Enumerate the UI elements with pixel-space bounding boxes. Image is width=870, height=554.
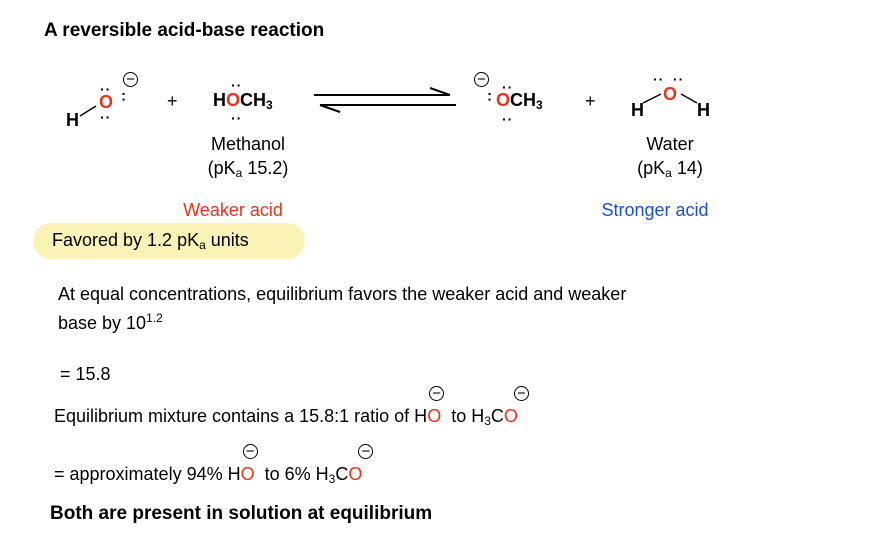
methoxide-o: O	[496, 90, 511, 110]
lone-pair-dots: ··	[673, 71, 685, 87]
methoxide-o: O	[503, 406, 518, 426]
plus-sign: +	[167, 91, 178, 111]
methoxide-sub: 3	[536, 98, 543, 112]
stronger-acid-label: Stronger acid	[601, 200, 709, 220]
equals-value: = 15.8	[60, 364, 111, 384]
hydroxide-ion: O−	[427, 386, 445, 428]
equal-concentrations-line2: base by 101.2	[58, 306, 818, 335]
negative-charge-icon: −	[474, 72, 489, 87]
water-name: Water	[646, 134, 694, 154]
equal-concentrations-text: At equal concentrations, equilibrium fav…	[58, 282, 818, 335]
mixture-mid: to H	[451, 406, 485, 426]
page-title: A reversible acid-base reaction	[44, 20, 325, 41]
methoxide-structure: − ·· ·· OCH3 ··	[474, 70, 564, 128]
lone-pair-dots: ··	[116, 92, 132, 104]
lone-pair-dots: ··	[653, 71, 665, 87]
base-by-text: base by 10	[58, 313, 147, 333]
methoxide-subscript: 3	[328, 472, 336, 486]
equal-concentrations-line1: At equal concentrations, equilibrium fav…	[58, 284, 627, 304]
negative-charge-icon: −	[513, 386, 529, 401]
lone-pair-dots: ··	[100, 109, 112, 125]
lone-pair-dots: ··	[231, 77, 243, 93]
favored-subscript: a	[199, 238, 206, 252]
approx-prefix: = approximately 94% H	[54, 464, 241, 484]
methoxide-o: O	[348, 464, 363, 484]
methoxide-c: C	[335, 464, 349, 484]
lone-pair-dots: ··	[231, 110, 243, 126]
pka-value: 14)	[671, 158, 703, 178]
water-pka: (pKa 14)	[600, 158, 740, 180]
water-h-left: H	[631, 100, 644, 120]
exponent: 1.2	[146, 311, 163, 325]
hydroxide-bond	[79, 105, 97, 117]
hydroxide-o: O	[427, 406, 442, 426]
hydroxide-o: O	[99, 92, 114, 112]
methoxide-ion: O−	[348, 444, 374, 486]
approx-text: = approximately 94% HO− to 6% H3CO−	[54, 444, 374, 491]
methanol-structure: ·· HOCH3 ··	[213, 77, 303, 126]
hydroxide-structure: H O ·· ·· ·· −	[62, 68, 142, 130]
pka-subscript: a	[235, 166, 243, 180]
methanol-o: O	[226, 90, 241, 110]
methanol-ch: CH	[240, 90, 267, 110]
equilibrium-arrows-icon	[314, 87, 456, 113]
methoxide-subscript: 3	[484, 414, 491, 428]
hydroxide-ion: O−	[240, 444, 258, 486]
pka-label: (pK	[637, 158, 666, 178]
pka-value: 15.2)	[242, 158, 289, 178]
negative-charge-icon: −	[429, 386, 445, 401]
pka-label: (pK	[207, 158, 236, 178]
methoxide-formula: OCH3	[496, 90, 543, 112]
methoxide-ch: CH	[510, 90, 537, 110]
favored-suffix: units	[205, 230, 249, 250]
hydroxide-o: O	[240, 464, 255, 484]
negative-charge-icon: −	[242, 444, 258, 459]
plus-sign: +	[585, 91, 596, 111]
favored-prefix: Favored by 1.2 pK	[52, 230, 200, 250]
favored-text: Favored by 1.2 pKa units	[52, 230, 249, 252]
lone-pair-dots: ··	[100, 81, 112, 97]
negative-charge-icon: −	[358, 444, 374, 459]
approx-mid: to 6% H	[264, 464, 329, 484]
methanol-sub: 3	[266, 98, 273, 112]
water-h-right: H	[697, 100, 710, 120]
conclusion-text: Both are present in solution at equilibr…	[50, 503, 433, 524]
mixture-text: Equilibrium mixture contains a 15.8:1 ra…	[54, 386, 529, 433]
hydroxide-h: H	[66, 110, 79, 130]
lone-pair-dots: ··	[502, 111, 514, 127]
mixture-prefix: Equilibrium mixture contains a 15.8:1 ra…	[54, 406, 428, 426]
weaker-acid-label: Weaker acid	[183, 200, 283, 220]
favored-highlight	[33, 223, 305, 259]
water-bonds	[642, 93, 698, 104]
methanol-name: Methanol	[210, 134, 286, 154]
lone-pair-dots: ··	[482, 92, 498, 104]
pka-subscript: a	[665, 166, 672, 180]
methanol-pka: (pKa 15.2)	[178, 158, 318, 180]
methoxide-c: C	[490, 406, 504, 426]
methoxide-ion: O−	[503, 386, 529, 428]
water-structure: ·· ·· H O H	[625, 70, 725, 122]
methanol-formula: HOCH3	[213, 90, 273, 112]
negative-charge-icon: −	[123, 72, 138, 87]
water-o: O	[663, 84, 678, 104]
methanol-h: H	[213, 90, 226, 110]
lone-pair-dots: ··	[502, 79, 514, 95]
